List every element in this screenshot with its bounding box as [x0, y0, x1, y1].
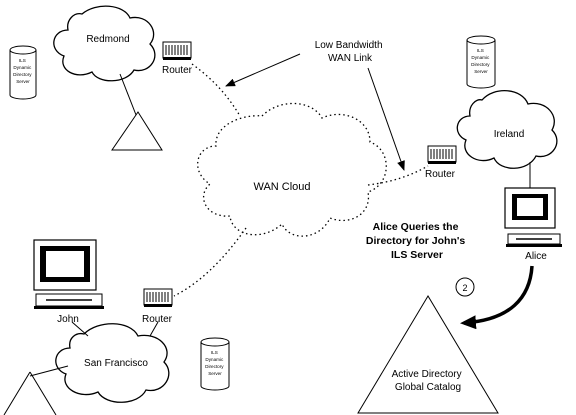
arrow-to-ireland-link [367, 67, 405, 171]
connector-line [119, 73, 139, 121]
step-badge: 2 [455, 277, 475, 297]
ils-label-line: Server [474, 69, 488, 74]
cloud-icon [197, 102, 387, 237]
query-caption-line: ILS Server [391, 249, 443, 261]
server-icon-top [466, 35, 496, 45]
computer-john: John [33, 239, 104, 325]
site-label-redmond: Redmond [86, 34, 129, 45]
wan-link-label-line: Low Bandwidth [315, 40, 383, 51]
ils-label-line: Directory [471, 62, 490, 67]
wan-link-redmond [191, 63, 241, 117]
ils-label-line: Dynamic [13, 65, 32, 70]
router-ireland: Router [425, 145, 457, 180]
svg-text:ILS Dynamic Direct: ILS Dynamic Directory Server [13, 58, 33, 84]
wan-link-label-line: WAN Link [328, 53, 373, 64]
wan-cloud-label: WAN Cloud [253, 181, 310, 193]
router-icon [162, 41, 192, 60]
ils-label-line: Dynamic [205, 357, 224, 362]
wan-links [173, 63, 429, 297]
query-caption-line: Alice Queries the [373, 221, 459, 233]
server-icon-top [200, 337, 230, 347]
computer-icon [504, 187, 562, 247]
ils-label-line: ILS [211, 350, 218, 355]
computer-icon [33, 239, 104, 309]
server-icon [9, 50, 37, 100]
site-label-san-francisco: San Francisco [84, 358, 148, 369]
router-san-francisco: Router [142, 288, 173, 325]
ils-server-redmond: ILS Dynamic Directory Server [9, 45, 37, 100]
ils-label-line: Server [16, 79, 30, 84]
active-directory-triangle [357, 295, 499, 414]
query-caption-line: Directory for John's [366, 235, 466, 247]
arrow-to-redmond-link [225, 53, 301, 87]
cloud-icon [55, 323, 170, 403]
site-label-ireland: Ireland [494, 129, 525, 140]
server-icon [466, 40, 496, 89]
router-label: Router [162, 65, 193, 76]
active-directory-label-line: Global Catalog [395, 382, 461, 393]
user-label-alice: Alice [525, 251, 547, 262]
ils-label-line: ILS [19, 58, 26, 63]
site-ireland: Ireland [456, 90, 558, 188]
wan-link-ireland [367, 165, 429, 186]
user-label-john: John [57, 314, 79, 325]
active-directory-label-line: Active Directory [392, 369, 462, 380]
svg-text:ILS Dynamic Direct: ILS Dynamic Directory Server [205, 350, 225, 376]
query-caption: Alice Queries the Directory for John's I… [366, 221, 468, 261]
step-number: 2 [462, 283, 467, 293]
cloud-icon [53, 5, 156, 82]
router-label: Router [425, 169, 456, 180]
connector-line [71, 321, 89, 337]
ils-label-line: Directory [205, 364, 224, 369]
wan-cloud: WAN Cloud [197, 102, 387, 237]
ils-server-ireland: ILS Dynamic Directory Server [466, 35, 496, 89]
server-icon-top [9, 45, 37, 55]
ils-server-san-francisco: ILS Dynamic Directory Server [200, 337, 230, 391]
ils-label-line: ILS [477, 48, 484, 53]
site-redmond: Redmond [53, 5, 163, 151]
router-label: Router [142, 314, 173, 325]
active-directory-triangle [111, 111, 163, 151]
connector-line [29, 365, 69, 377]
cloud-icon [456, 90, 558, 169]
router-icon [427, 145, 457, 164]
svg-text:Active Directory Global: Active Directory Global Catalog [392, 369, 465, 393]
wan-link-annotation: Low Bandwidth WAN Link [225, 40, 405, 171]
svg-text:Low Bandwidth WAN Link: Low Bandwidth WAN Link [315, 40, 386, 64]
ils-label-line: Dynamic [471, 55, 490, 60]
router-icon [143, 288, 173, 307]
computer-alice: Alice [504, 187, 562, 262]
site-san-francisco: San Francisco [3, 321, 170, 415]
svg-text:ILS Dynamic Direct: ILS Dynamic Directory Server [471, 48, 491, 74]
router-redmond: Router [162, 41, 193, 76]
ils-label-line: Server [208, 371, 222, 376]
connector-line [149, 321, 159, 337]
active-directory-global-catalog: Active Directory Global Catalog [357, 295, 499, 414]
query-arrow [460, 265, 534, 330]
ils-label-line: Directory [13, 72, 32, 77]
wan-link-san-francisco [173, 227, 247, 297]
active-directory-triangle [3, 371, 57, 415]
server-icon [200, 342, 230, 391]
